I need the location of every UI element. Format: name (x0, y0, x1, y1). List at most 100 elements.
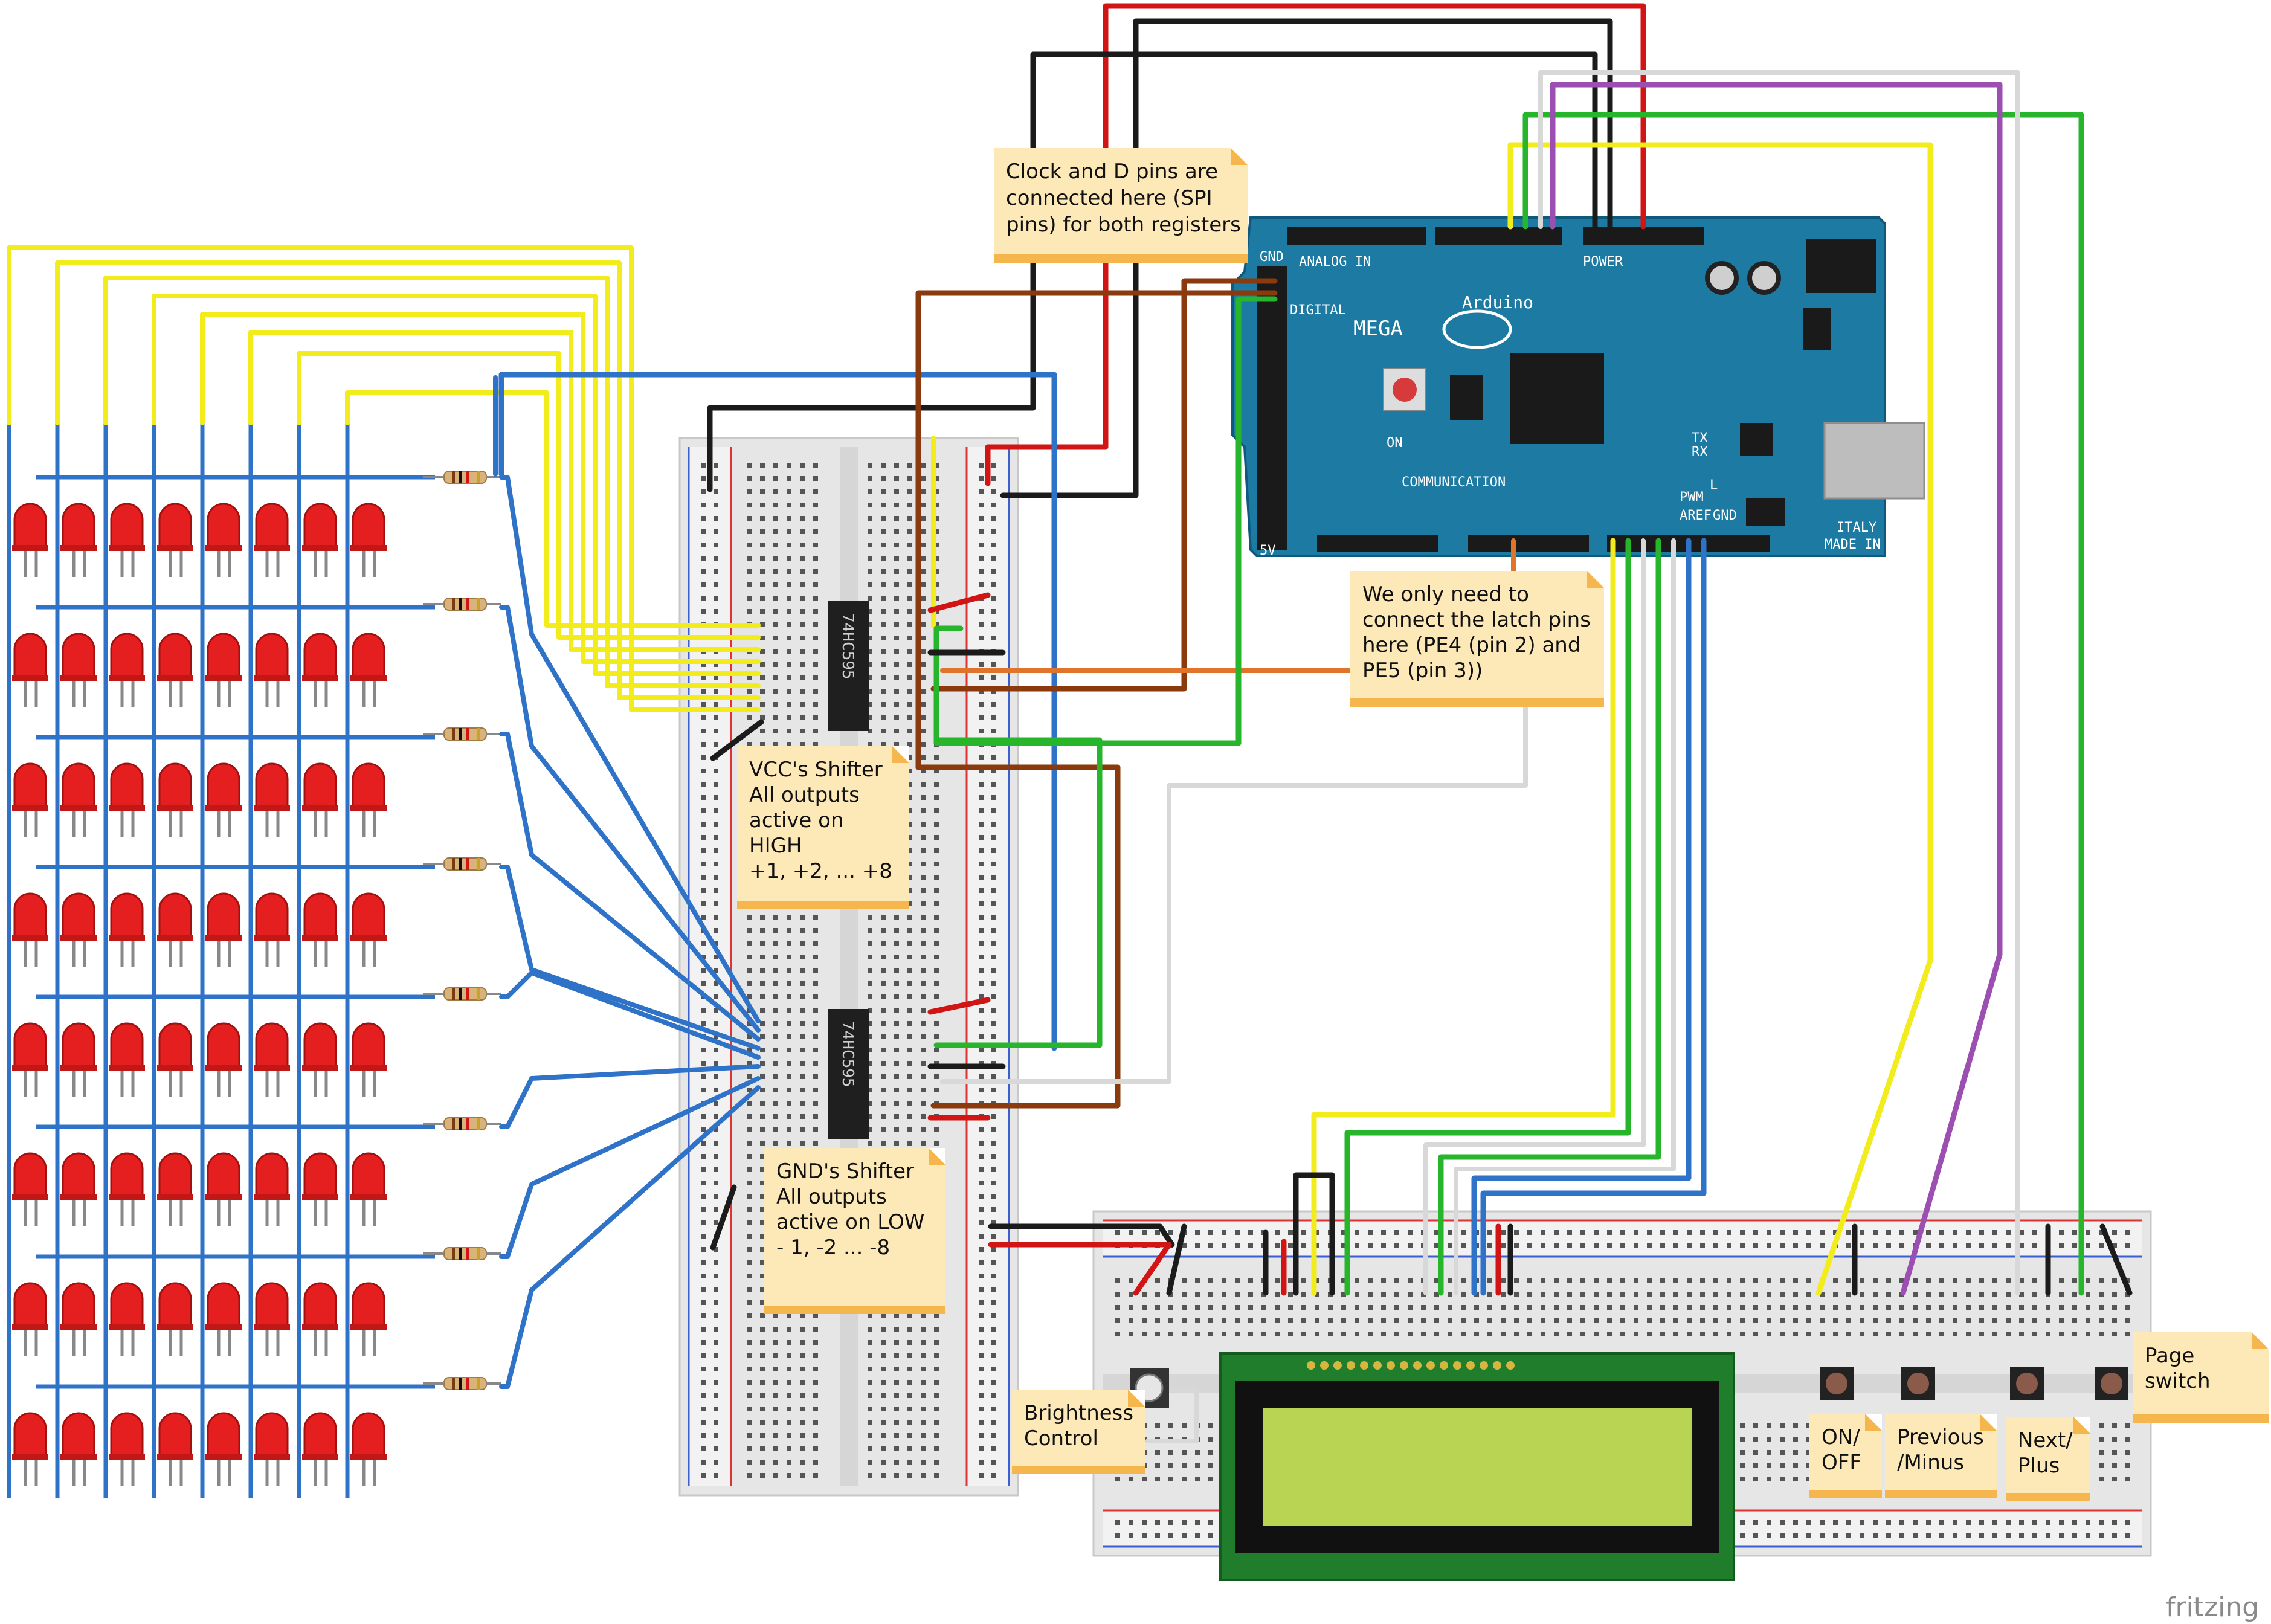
note-line: active on (749, 808, 844, 833)
resistor (423, 1247, 501, 1260)
note-on-off: ON/OFF (1809, 1414, 1882, 1498)
note-line: Page (2145, 1344, 2194, 1368)
led (157, 1412, 193, 1486)
led (109, 503, 145, 577)
led (205, 1282, 242, 1356)
arduino-communication-text: COMMUNICATION (1402, 475, 1506, 490)
note-line: connect the latch pins (1362, 608, 1591, 632)
led (12, 1412, 48, 1486)
led (350, 892, 387, 967)
led (302, 762, 338, 837)
led (12, 503, 48, 577)
arduino-l-text: L (1710, 478, 1718, 493)
note-line: - 1, -2 ... -8 (776, 1236, 890, 1260)
note-line: active on LOW (776, 1210, 924, 1234)
note-line: HIGH (749, 834, 802, 858)
resistor (423, 1377, 501, 1390)
arduino-tx-text: TX (1692, 431, 1708, 446)
arduino-mega-board: Arduino MEGA ITALY MADE IN COMMUNICATION… (1231, 216, 1925, 558)
note-line: We only need to (1362, 582, 1529, 607)
led (60, 503, 97, 577)
note-line: Clock and D pins are (1006, 160, 1218, 184)
led (205, 503, 242, 577)
led (12, 1282, 48, 1356)
led (12, 1022, 48, 1097)
led (157, 1022, 193, 1097)
note-line: pins) for both registers (1006, 213, 1241, 237)
led (12, 1152, 48, 1226)
led (350, 1282, 387, 1356)
led (302, 1152, 338, 1226)
lcd-display (1219, 1352, 1735, 1581)
led (302, 1412, 338, 1486)
led (60, 762, 97, 837)
arduino-gnd-side-text: GND (1260, 250, 1284, 265)
resistor (423, 857, 501, 871)
led (302, 892, 338, 967)
led (109, 762, 145, 837)
led (157, 633, 193, 707)
led (350, 503, 387, 577)
led (302, 633, 338, 707)
note-line: +1, +2, ... +8 (749, 859, 892, 883)
led (254, 762, 290, 837)
led (109, 1152, 145, 1226)
led (60, 1412, 97, 1486)
push-button (1820, 1367, 1854, 1400)
resistor (423, 598, 501, 611)
led (109, 1022, 145, 1097)
note-line: VCC's Shifter (749, 758, 883, 782)
led (350, 1022, 387, 1097)
led (60, 1022, 97, 1097)
led (109, 1282, 145, 1356)
note-line: Control (1024, 1426, 1098, 1451)
vertical-breadboard (678, 437, 1019, 1497)
note-line: All outputs (776, 1185, 887, 1209)
note-previous: Previous/Minus (1885, 1414, 1997, 1498)
led (12, 762, 48, 837)
led (302, 503, 338, 577)
led (205, 892, 242, 967)
led (350, 633, 387, 707)
arduino-digital-text: DIGITAL (1290, 303, 1346, 318)
led (60, 892, 97, 967)
note-line: PE5 (pin 3)) (1362, 659, 1483, 683)
note-line: Previous (1897, 1425, 1984, 1449)
led (60, 633, 97, 707)
led (157, 892, 193, 967)
resistor (423, 471, 501, 484)
led (205, 1022, 242, 1097)
resistor (423, 1117, 501, 1130)
led (254, 503, 290, 577)
led (12, 633, 48, 707)
shift-register-top-label: 74HC595 (839, 613, 857, 680)
arduino-gnd-text: GND (1713, 508, 1737, 523)
push-button (1901, 1367, 1935, 1400)
led (109, 633, 145, 707)
led (302, 1022, 338, 1097)
arduino-analog-in-text: ANALOG IN (1299, 254, 1371, 269)
led (350, 1152, 387, 1226)
led (254, 892, 290, 967)
led (302, 1282, 338, 1356)
note-line: connected here (SPI (1006, 186, 1213, 210)
note-line: OFF (1822, 1451, 1861, 1475)
note-next: Next/Plus (2006, 1417, 2090, 1501)
resistor (423, 987, 501, 1000)
arduino-pwm-text: PWM (1680, 490, 1704, 505)
note-line: All outputs (749, 783, 860, 807)
led (254, 1282, 290, 1356)
arduino-on-text: ON (1387, 436, 1403, 451)
note-line: Plus (2018, 1454, 2060, 1478)
arduino-logo-text: Arduino (1462, 292, 1533, 312)
note-line: Next/ (2018, 1428, 2073, 1452)
led-matrix (7, 423, 501, 1498)
led (254, 1152, 290, 1226)
resistor (423, 727, 501, 741)
